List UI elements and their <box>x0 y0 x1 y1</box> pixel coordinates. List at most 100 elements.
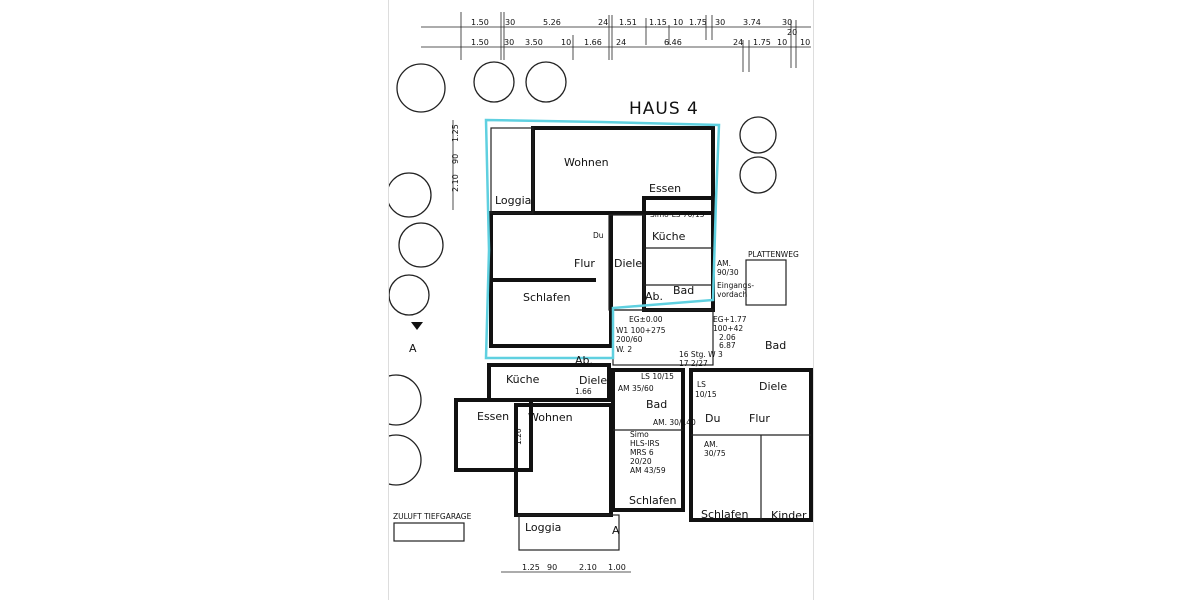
tree-icon <box>396 63 446 113</box>
tree-icon <box>389 374 422 426</box>
simo-text: MRS 6 <box>630 448 654 457</box>
tree-icon <box>398 222 444 268</box>
dim-label: 10 <box>561 38 571 47</box>
room-label-kueche: Küche <box>652 230 686 243</box>
dim-label: 2.10 <box>451 174 460 192</box>
dimensions-left: 1.25 90 2.10 <box>451 124 460 192</box>
room-label-du: Du <box>593 231 604 240</box>
room-label-am: AM. <box>704 440 718 449</box>
room-label-loggia: Loggia <box>495 194 531 207</box>
room-label-essen: Essen <box>477 410 509 423</box>
room-label-bad: Bad <box>765 339 786 352</box>
entrance-label: AM. <box>717 259 731 268</box>
room-label-diele: Diele <box>614 257 642 270</box>
building-title: HAUS 4 <box>629 99 699 119</box>
dim-label: 90 <box>547 563 557 572</box>
tree-icon <box>739 156 777 194</box>
tree-icon <box>389 172 432 218</box>
stair-text: EG+1.77 <box>713 315 747 324</box>
stair-text: W. 2 <box>616 345 632 354</box>
dimensions-top-row1: 1.50 30 5.26 24 1.51 1.15 10 1.75 30 3.7… <box>471 18 792 27</box>
room-label-schlafen: Schlafen <box>629 494 676 507</box>
dim-label: 30 <box>505 18 515 27</box>
dim-label: 30 <box>504 38 514 47</box>
simo-text: 20/20 <box>630 457 652 466</box>
stair-text: 200/60 <box>616 335 643 344</box>
dim-label: 1.25 <box>451 124 460 142</box>
entrance-label: 90/30 <box>717 268 739 277</box>
dimension-lines <box>421 12 811 573</box>
section-marker-a: A <box>409 342 417 355</box>
dim-label: 1.66 <box>584 38 602 47</box>
room-label-bad: Bad <box>673 284 694 297</box>
room-label-du: Du <box>705 412 720 425</box>
dim-label: 3.50 <box>525 38 543 47</box>
floor-plan-sheet: 1.50 30 5.26 24 1.51 1.15 10 1.75 30 3.7… <box>388 0 814 600</box>
entrance-label: vordach <box>717 290 747 299</box>
section-arrow-icon <box>411 322 423 330</box>
simo-text: HLS-IRS <box>630 439 660 448</box>
room-label-schlafen: Schlafen <box>701 508 748 521</box>
dimensions-top-row2: 1.50 30 3.50 10 1.66 24 6.46 24 1.75 10 … <box>471 28 810 47</box>
simo-text: Simo <box>630 430 649 439</box>
room-label-wohnen: Wohnen <box>528 411 573 424</box>
room-label-ab: Ab. <box>645 290 663 303</box>
floor-plan-drawing: 1.50 30 5.26 24 1.51 1.15 10 1.75 30 3.7… <box>389 12 813 573</box>
entrance-label: Eingangs- <box>717 281 754 290</box>
dim-label: 1.15 <box>649 18 667 27</box>
room-label-bad: Bad <box>646 398 667 411</box>
stair-text: 100+42 <box>713 324 743 333</box>
dim-label: 1.00 <box>608 563 626 572</box>
room-label-flur: Flur <box>749 412 770 425</box>
dim-label: 1.50 <box>471 38 489 47</box>
room-label-diele: Diele <box>579 374 607 387</box>
walls-upper <box>489 126 787 366</box>
dim-label: 20 <box>787 28 797 37</box>
room-label-schlafen: Schlafen <box>523 291 570 304</box>
dimensions-bottom: 1.25 90 2.10 1.00 <box>522 563 626 572</box>
dim-label: 2.10 <box>579 563 597 572</box>
tree-icon <box>473 61 515 103</box>
highlight-outline <box>484 118 721 360</box>
dim-label: 3.74 <box>743 18 761 27</box>
dim-label: 6.46 <box>664 38 682 47</box>
room-label-ls: 10/15 <box>695 390 717 399</box>
dim-label: 10 <box>673 18 683 27</box>
room-label-am: AM 35/60 <box>618 384 654 393</box>
room-label-am: 30/75 <box>704 449 726 458</box>
room-label-ab: Ab. <box>575 354 593 367</box>
room-label-ls: LS <box>697 380 706 389</box>
dim-label: 1.66 <box>575 387 592 396</box>
tree-icon <box>739 116 777 154</box>
dim-label: 1.25 <box>522 563 540 572</box>
stair-text: 16 Stg. W 3 <box>679 350 723 359</box>
dim-label: 24 <box>598 18 608 27</box>
dim-label: 24 <box>733 38 743 47</box>
tree-icon <box>525 61 567 103</box>
dim-label: 1.26 <box>514 428 523 445</box>
tree-icon <box>389 274 430 316</box>
room-label-wohnen: Wohnen <box>564 156 609 169</box>
simo-text: AM 43/59 <box>630 466 666 475</box>
room-label-simo: Simo-LS 70/15 <box>650 210 705 219</box>
dim-label: 1.75 <box>753 38 771 47</box>
room-label-loggia: Loggia <box>525 521 561 534</box>
stair-text: 6.87 <box>719 341 736 350</box>
dim-label: 1.51 <box>619 18 637 27</box>
dim-label: 30 <box>782 18 792 27</box>
upper-room-labels: Wohnen Essen Loggia Simo-LS 70/15 Küche … <box>495 156 799 304</box>
room-label-a: A <box>612 524 620 537</box>
dim-label: 5.26 <box>543 18 561 27</box>
room-label-essen: Essen <box>649 182 681 195</box>
stair-labels: EG±0.00 W1 100+275 200/60 W. 2 EG+1.77 1… <box>616 315 786 368</box>
room-label-kinder: Kinder <box>771 509 807 522</box>
stair-text: 17 2/27 <box>679 359 708 368</box>
room-label-diele: Diele <box>759 380 787 393</box>
stair-text: W1 100+275 <box>616 326 666 335</box>
dim-label: 1.50 <box>471 18 489 27</box>
tree-icon <box>389 434 422 486</box>
dim-label: 10 <box>800 38 810 47</box>
tree-icons <box>389 61 777 486</box>
room-label-ls: LS 10/15 <box>641 372 674 381</box>
stair-text: 2.06 <box>719 333 736 342</box>
